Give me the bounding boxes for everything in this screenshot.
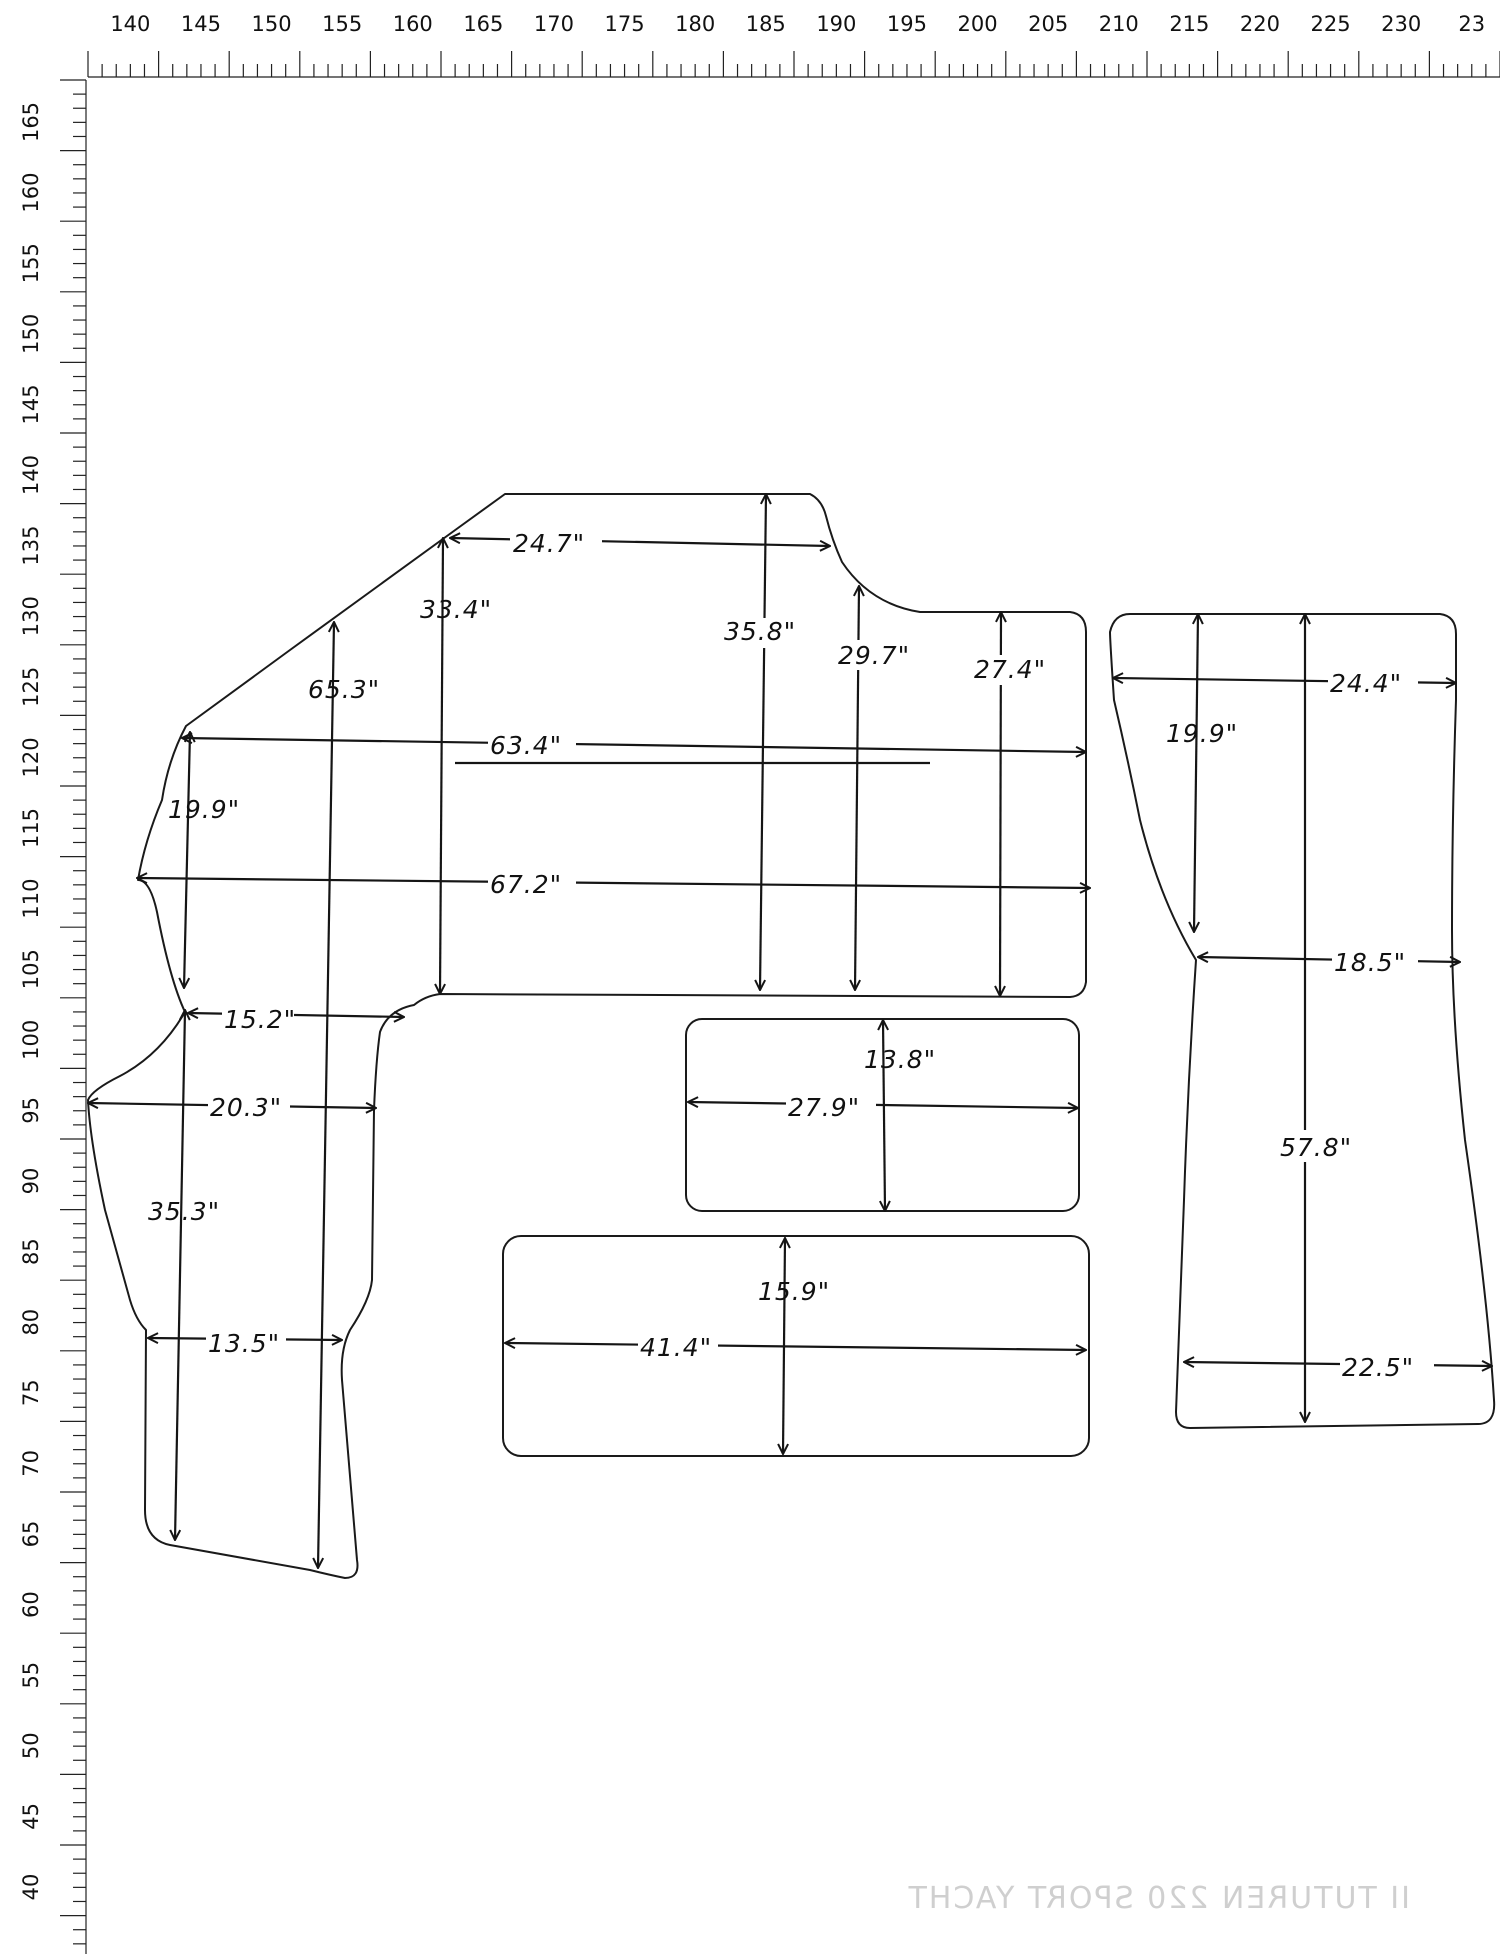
left-ruler-label: 60 bbox=[19, 1591, 43, 1618]
left-ruler-label: 160 bbox=[19, 173, 43, 213]
label-57-8: 57.8" bbox=[1280, 1133, 1352, 1162]
left-ruler-label: 95 bbox=[19, 1097, 43, 1124]
left-ruler-label: 140 bbox=[19, 455, 43, 495]
left-ruler-label: 50 bbox=[19, 1732, 43, 1759]
left-ruler-label: 45 bbox=[19, 1803, 43, 1830]
top-ruler-label: 215 bbox=[1169, 12, 1209, 36]
label-18-5: 18.5" bbox=[1334, 948, 1406, 977]
label-65-3: 65.3" bbox=[308, 675, 380, 704]
right-piece-outline bbox=[1109, 613, 1496, 1429]
label-15-9: 15.9" bbox=[758, 1277, 830, 1306]
faint-footer: II TUTUREN 220 SPORT YACHT bbox=[907, 1881, 1410, 1916]
main-dimension-lines bbox=[88, 494, 1090, 1568]
label-35-3: 35.3" bbox=[148, 1197, 220, 1226]
left-ruler-label: 145 bbox=[19, 384, 43, 424]
main-piece-outline bbox=[87, 493, 1087, 1579]
top-ruler-label: 155 bbox=[322, 12, 362, 36]
label-41-4: 41.4" bbox=[640, 1333, 712, 1362]
top-ruler-label: 150 bbox=[252, 12, 292, 36]
left-ruler-label: 115 bbox=[19, 808, 43, 848]
label-33-4: 33.4" bbox=[420, 595, 492, 624]
label-20-3: 20.3" bbox=[210, 1093, 282, 1122]
label-13-5: 13.5" bbox=[208, 1329, 280, 1358]
footer-text: II TUTUREN 220 SPORT YACHT bbox=[907, 1881, 1410, 1916]
label-29-7: 29.7" bbox=[838, 641, 910, 670]
label-27-9: 27.9" bbox=[788, 1093, 860, 1122]
top-ruler-label: 180 bbox=[675, 12, 715, 36]
left-ruler-label: 125 bbox=[19, 667, 43, 707]
left-ruler-label: 130 bbox=[19, 596, 43, 636]
top-ruler-label: 195 bbox=[887, 12, 927, 36]
top-ruler-label: 140 bbox=[110, 12, 150, 36]
top-ruler-label: 230 bbox=[1381, 12, 1421, 36]
top-ruler-label: 205 bbox=[1028, 12, 1068, 36]
top-ruler-label: 225 bbox=[1311, 12, 1351, 36]
left-ruler-label: 150 bbox=[19, 314, 43, 354]
top-ruler-label: 200 bbox=[958, 12, 998, 36]
left-ruler-label: 85 bbox=[19, 1238, 43, 1265]
label-67-2: 67.2" bbox=[490, 870, 562, 899]
label-15-2: 15.2" bbox=[224, 1005, 296, 1034]
left-ruler-label: 90 bbox=[19, 1168, 43, 1195]
label-63-4: 63.4" bbox=[490, 731, 562, 760]
left-ruler-label: 110 bbox=[19, 879, 43, 919]
top-ruler-label: 175 bbox=[605, 12, 645, 36]
top-ruler-label: 170 bbox=[534, 12, 574, 36]
large-rect-piece bbox=[502, 1235, 1090, 1457]
label-right-19-9: 19.9" bbox=[1166, 719, 1238, 748]
label-35-8: 35.8" bbox=[724, 617, 796, 646]
right-piece-labels: 24.4" 19.9" 18.5" 57.8" 22.5" bbox=[1166, 668, 1434, 1382]
left-ruler: 165 160 155 150 145 140 135 130 125 120 115 110 105 1… bbox=[19, 79, 87, 1954]
left-ruler-label: 100 bbox=[19, 1020, 43, 1060]
top-ruler-label: 145 bbox=[181, 12, 221, 36]
left-ruler-label: 40 bbox=[19, 1874, 43, 1901]
small-rect-labels: 13.8" 27.9" bbox=[786, 1045, 936, 1122]
label-27-4: 27.4" bbox=[974, 655, 1046, 684]
main-dimension-labels: 24.7" 33.4" 35.8" 29.7" 27.4" 65.3" 63.4… bbox=[148, 524, 1064, 1358]
large-rect-dimension-lines bbox=[505, 1238, 1086, 1454]
left-ruler-label: 165 bbox=[19, 102, 43, 142]
left-ruler-label: 120 bbox=[19, 737, 43, 777]
top-ruler-label: 165 bbox=[463, 12, 503, 36]
top-ruler-label: 23 bbox=[1458, 12, 1485, 36]
left-ruler-label: 105 bbox=[19, 949, 43, 989]
label-24-4: 24.4" bbox=[1330, 669, 1402, 698]
top-ruler: 140 145 150 155 160 165 170 175 180 185 190 195 200 2… bbox=[87, 12, 1500, 78]
label-main-19-9: 19.9" bbox=[168, 795, 240, 824]
left-ruler-label: 55 bbox=[19, 1662, 43, 1689]
label-24-7: 24.7" bbox=[513, 529, 585, 558]
top-ruler-label: 220 bbox=[1240, 12, 1280, 36]
top-ruler-label: 160 bbox=[393, 12, 433, 36]
right-dimension-lines bbox=[1113, 614, 1492, 1422]
left-ruler-label: 65 bbox=[19, 1521, 43, 1548]
label-22-5: 22.5" bbox=[1342, 1353, 1414, 1382]
left-ruler-label: 80 bbox=[19, 1309, 43, 1336]
top-ruler-label: 210 bbox=[1099, 12, 1139, 36]
small-rect-dimension-lines bbox=[688, 1020, 1078, 1211]
top-ruler-label: 185 bbox=[746, 12, 786, 36]
left-ruler-label: 135 bbox=[19, 526, 43, 566]
left-ruler-label: 70 bbox=[19, 1450, 43, 1477]
top-ruler-label: 190 bbox=[816, 12, 856, 36]
left-ruler-label: 155 bbox=[19, 243, 43, 283]
large-rect-labels: 15.9" 41.4" bbox=[638, 1277, 830, 1362]
label-13-8: 13.8" bbox=[864, 1045, 936, 1074]
left-ruler-label: 75 bbox=[19, 1379, 43, 1406]
